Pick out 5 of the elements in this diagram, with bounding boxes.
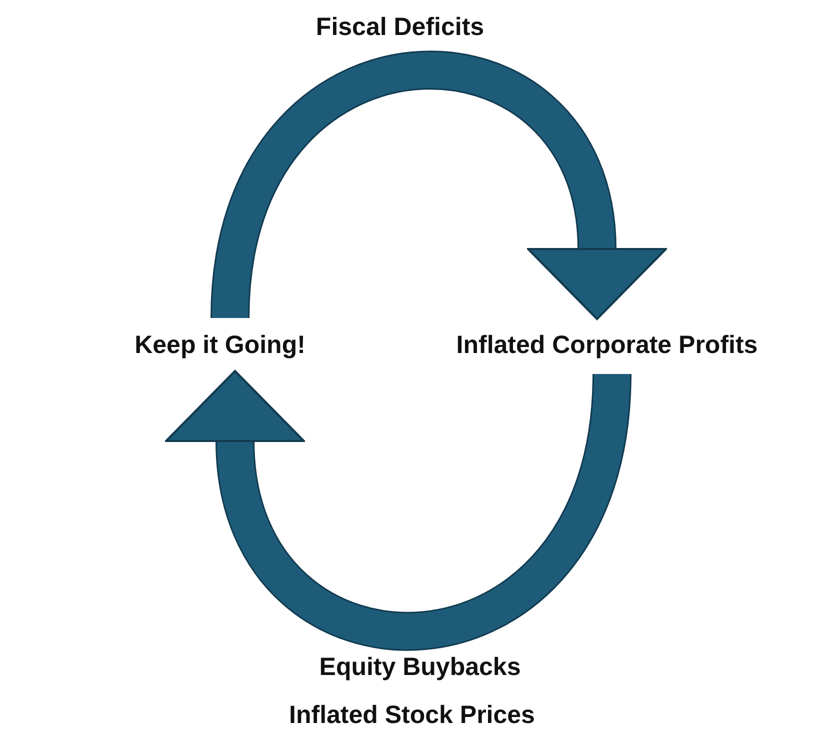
cycle-stage-text: Inflated Corporate Profits [456, 330, 758, 360]
cycle-stage-text: Keep it Going! [134, 330, 306, 360]
cycle-label: Inflated Stock Prices [289, 700, 535, 730]
cycle-label: Equity Buybacks [319, 652, 521, 682]
cycle-label: Fiscal Deficits [316, 12, 484, 42]
